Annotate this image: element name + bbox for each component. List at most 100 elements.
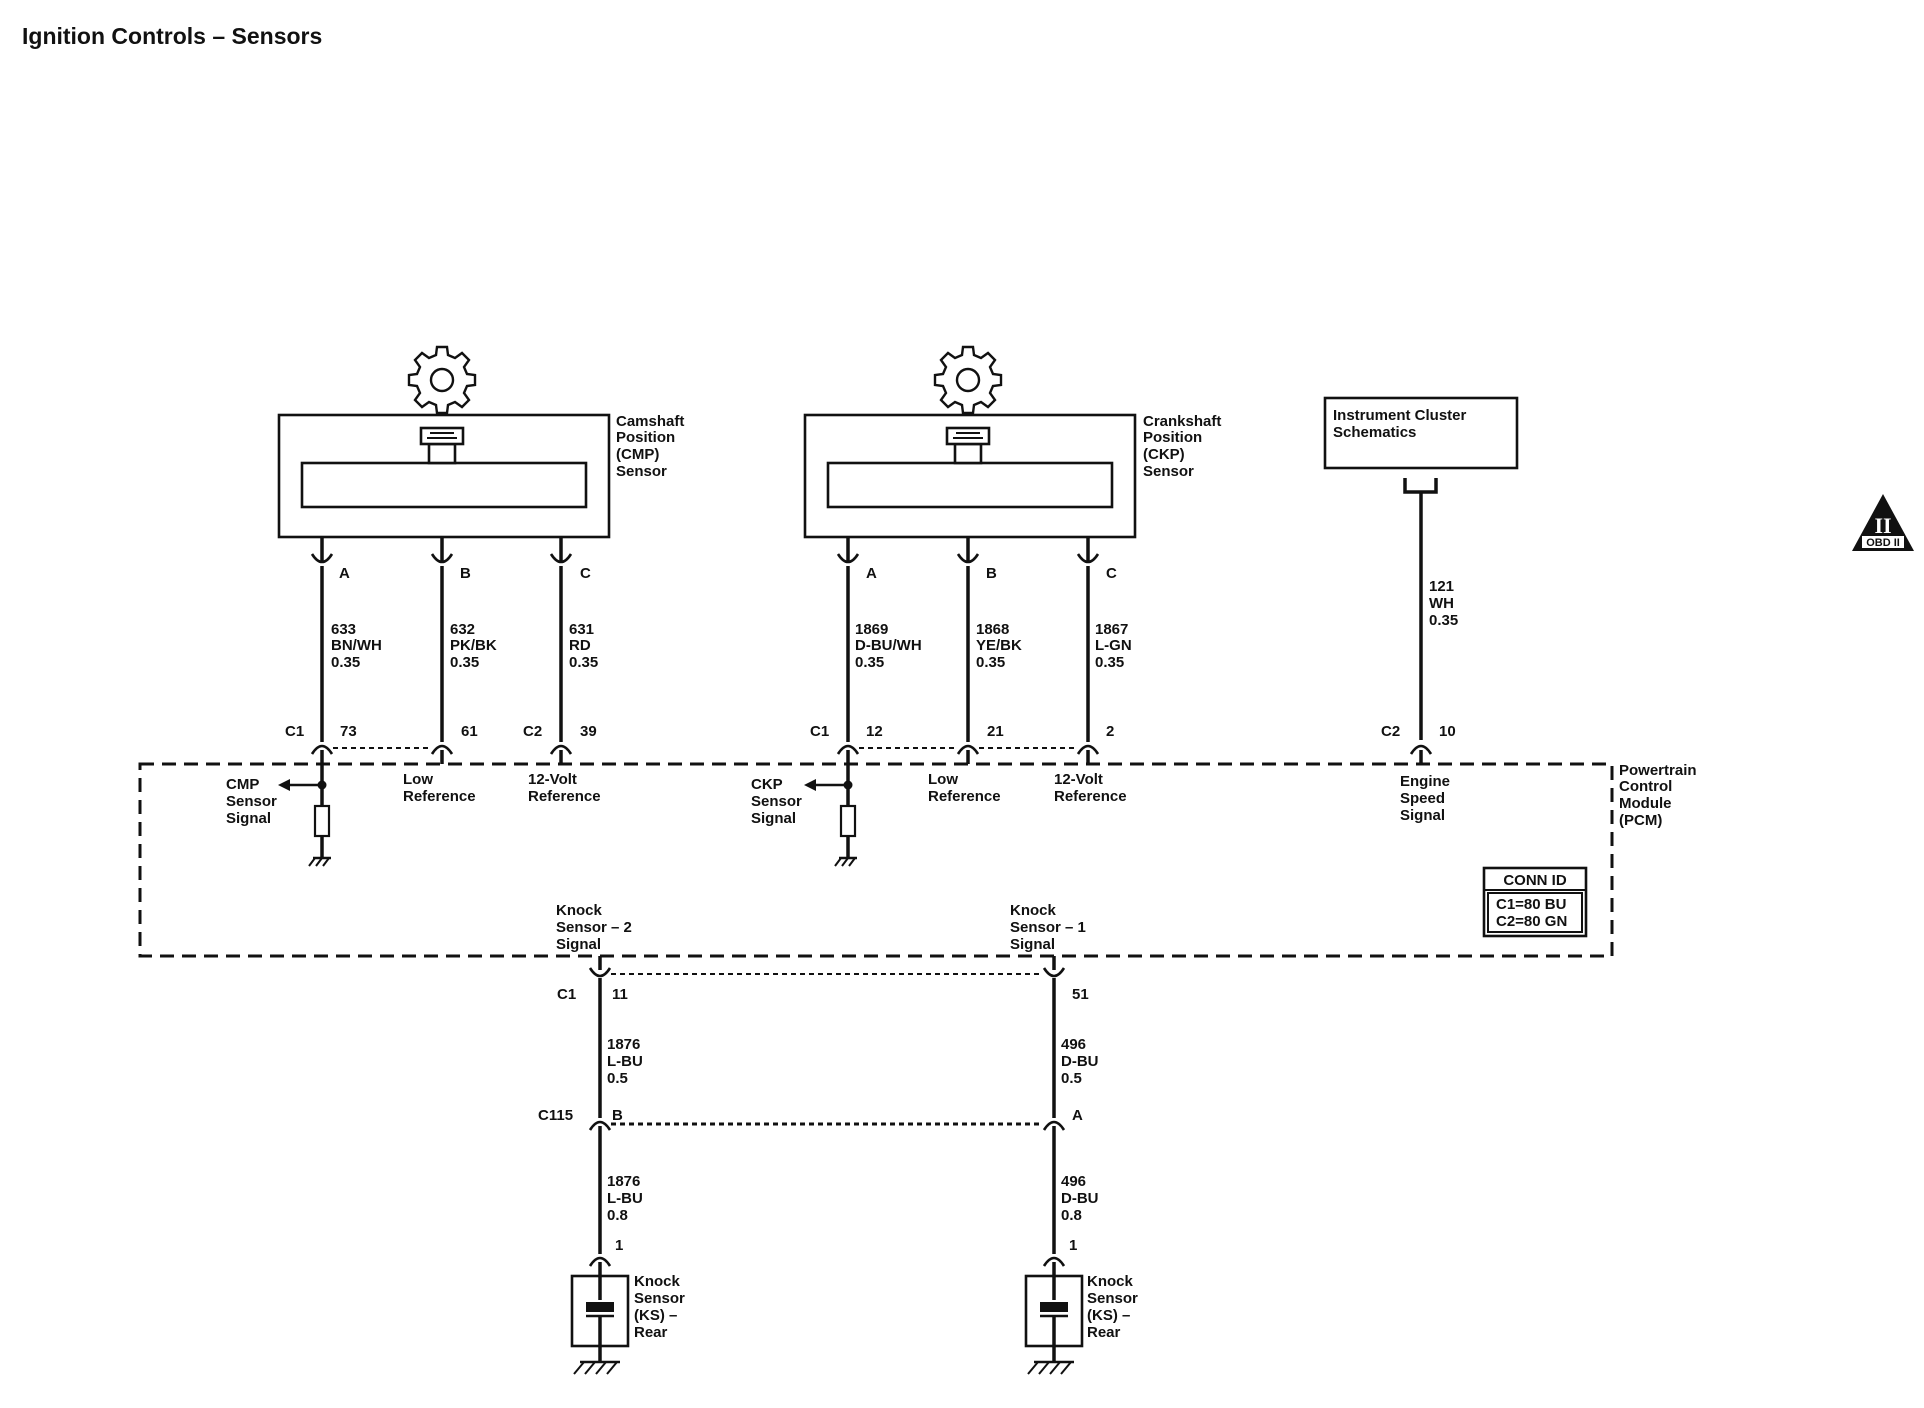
- svg-text:BN/WH: BN/WH: [331, 637, 382, 654]
- svg-text:Camshaft: Camshaft: [616, 413, 684, 430]
- svg-text:0.35: 0.35: [976, 654, 1005, 671]
- ks-sensor-pin: [1042, 1256, 1066, 1267]
- svg-text:Reference: Reference: [403, 788, 476, 805]
- pcm-signal-labels: CMP Sensor Signal Low Reference 12-Volt …: [226, 771, 1450, 953]
- svg-text:(PCM): (PCM): [1619, 812, 1662, 829]
- pcm-pin-connector: [430, 744, 454, 755]
- svg-text:1869: 1869: [855, 621, 888, 638]
- sensor-pin-connector: [836, 553, 860, 564]
- svg-text:Knock: Knock: [556, 902, 603, 919]
- pcm-pin-connector: [310, 744, 334, 755]
- pcm-label: Powertrain Control Module (PCM): [1619, 762, 1697, 829]
- svg-text:0.5: 0.5: [1061, 1070, 1082, 1087]
- svg-text:Sensor: Sensor: [226, 793, 277, 810]
- svg-text:496: 496: [1061, 1173, 1086, 1190]
- cmp-pins: A B C: [339, 565, 591, 582]
- svg-text:Knock: Knock: [1087, 1273, 1134, 1290]
- svg-text:RD: RD: [569, 637, 591, 654]
- svg-text:Rear: Rear: [1087, 1324, 1121, 1341]
- ks-sensor-pin: [588, 1256, 612, 1267]
- svg-text:Knock: Knock: [1010, 902, 1057, 919]
- svg-text:2: 2: [1106, 723, 1114, 740]
- svg-text:B: B: [460, 565, 471, 582]
- svg-text:Knock: Knock: [634, 1273, 681, 1290]
- svg-text:D-BU/WH: D-BU/WH: [855, 637, 922, 654]
- svg-text:10: 10: [1439, 723, 1456, 740]
- pcm-pin-connector: [549, 744, 573, 755]
- ks-ground-hatch: [573, 1361, 585, 1375]
- ks-pcm-pin: [1042, 967, 1066, 978]
- svg-text:C: C: [1106, 565, 1117, 582]
- wiring: [278, 537, 1433, 1375]
- ks-ground-hatch: [1027, 1361, 1039, 1375]
- svg-text:Sensor: Sensor: [616, 463, 667, 480]
- svg-text:Sensor: Sensor: [1143, 463, 1194, 480]
- svg-text:C1: C1: [810, 723, 829, 740]
- svg-text:1876: 1876: [607, 1036, 640, 1053]
- ks-crystal-icon: [586, 1302, 614, 1312]
- cmp-input-arrow-icon: [278, 779, 290, 791]
- svg-text:Signal: Signal: [751, 810, 796, 827]
- sensor-pin-connector: [1076, 553, 1100, 564]
- svg-text:YE/BK: YE/BK: [976, 637, 1022, 654]
- svg-text:0.35: 0.35: [855, 654, 884, 671]
- cmp-gear-icon: [407, 345, 477, 415]
- svg-text:D-BU: D-BU: [1061, 1190, 1099, 1207]
- svg-text:(KS) –: (KS) –: [634, 1307, 677, 1324]
- ckp-wire-labels: 1869 D-BU/WH 0.35 1868 YE/BK 0.35 1867 L…: [855, 621, 1132, 671]
- ckp-connector-icon: [945, 426, 991, 465]
- ks-c115-pin: [588, 1120, 612, 1131]
- svg-text:D-BU: D-BU: [1061, 1053, 1099, 1070]
- svg-text:Rear: Rear: [634, 1324, 668, 1341]
- ckp-input-ground-hatch: [834, 857, 842, 867]
- cmp-wire-labels: 633 BN/WH 0.35 632 PK/BK 0.35 631 RD 0.3…: [331, 621, 598, 671]
- svg-text:12-Volt: 12-Volt: [528, 771, 577, 788]
- ks-ground-hatch: [595, 1361, 607, 1375]
- svg-text:Crankshaft: Crankshaft: [1143, 413, 1221, 430]
- svg-text:Reference: Reference: [928, 788, 1001, 805]
- svg-text:C2: C2: [1381, 723, 1400, 740]
- diagram-title: Ignition Controls – Sensors: [22, 23, 322, 49]
- svg-text:A: A: [339, 565, 350, 582]
- ks-ground-hatch: [1060, 1361, 1072, 1375]
- svg-text:Low: Low: [403, 771, 433, 788]
- ckp-input-ground-hatch: [848, 857, 856, 867]
- svg-text:1876: 1876: [607, 1173, 640, 1190]
- cmp-input-ground-hatch: [315, 857, 323, 867]
- svg-text:L-BU: L-BU: [607, 1053, 643, 1070]
- ks-crystal-icon: [1040, 1302, 1068, 1312]
- svg-text:B: B: [986, 565, 997, 582]
- svg-text:Module: Module: [1619, 795, 1672, 812]
- svg-text:C115: C115: [538, 1107, 573, 1124]
- cmp-input-resistor: [313, 804, 331, 838]
- svg-text:73: 73: [340, 723, 357, 740]
- svg-text:Position: Position: [1143, 429, 1202, 446]
- pcm-pin-connector: [1409, 744, 1433, 755]
- cmp-input-ground-hatch: [308, 857, 316, 867]
- svg-text:21: 21: [987, 723, 1004, 740]
- svg-text:Sensor – 2: Sensor – 2: [556, 919, 632, 936]
- svg-text:Reference: Reference: [528, 788, 601, 805]
- svg-text:Powertrain: Powertrain: [1619, 762, 1697, 779]
- svg-text:CKP: CKP: [751, 776, 783, 793]
- pcm-top-pin-labels: C1 73 61 C2 39 C1 12 21 2 C2 10: [285, 723, 1456, 740]
- svg-text:Sensor: Sensor: [634, 1290, 685, 1307]
- svg-text:12: 12: [866, 723, 883, 740]
- svg-text:(CMP): (CMP): [616, 446, 659, 463]
- svg-text:1: 1: [615, 1237, 623, 1254]
- svg-text:0.35: 0.35: [1429, 612, 1458, 629]
- svg-text:Control: Control: [1619, 778, 1672, 795]
- svg-text:C2=80 GN: C2=80 GN: [1496, 913, 1567, 930]
- ckp-sensor: Crankshaft Position (CKP) Sensor: [803, 345, 1221, 539]
- svg-text:0.35: 0.35: [1095, 654, 1124, 671]
- ks-ground-hatch: [1049, 1361, 1061, 1375]
- cmp-connector-icon: [419, 426, 465, 465]
- svg-text:Speed: Speed: [1400, 790, 1445, 807]
- ks-ground-hatch: [606, 1361, 618, 1375]
- cmp-label: Camshaft Position (CMP) Sensor: [616, 413, 684, 480]
- svg-text:633: 633: [331, 621, 356, 638]
- obd-ii-badge: II OBD II: [1852, 494, 1914, 551]
- sensor-pin-connector: [956, 553, 980, 564]
- svg-text:L-GN: L-GN: [1095, 637, 1132, 654]
- svg-text:Signal: Signal: [226, 810, 271, 827]
